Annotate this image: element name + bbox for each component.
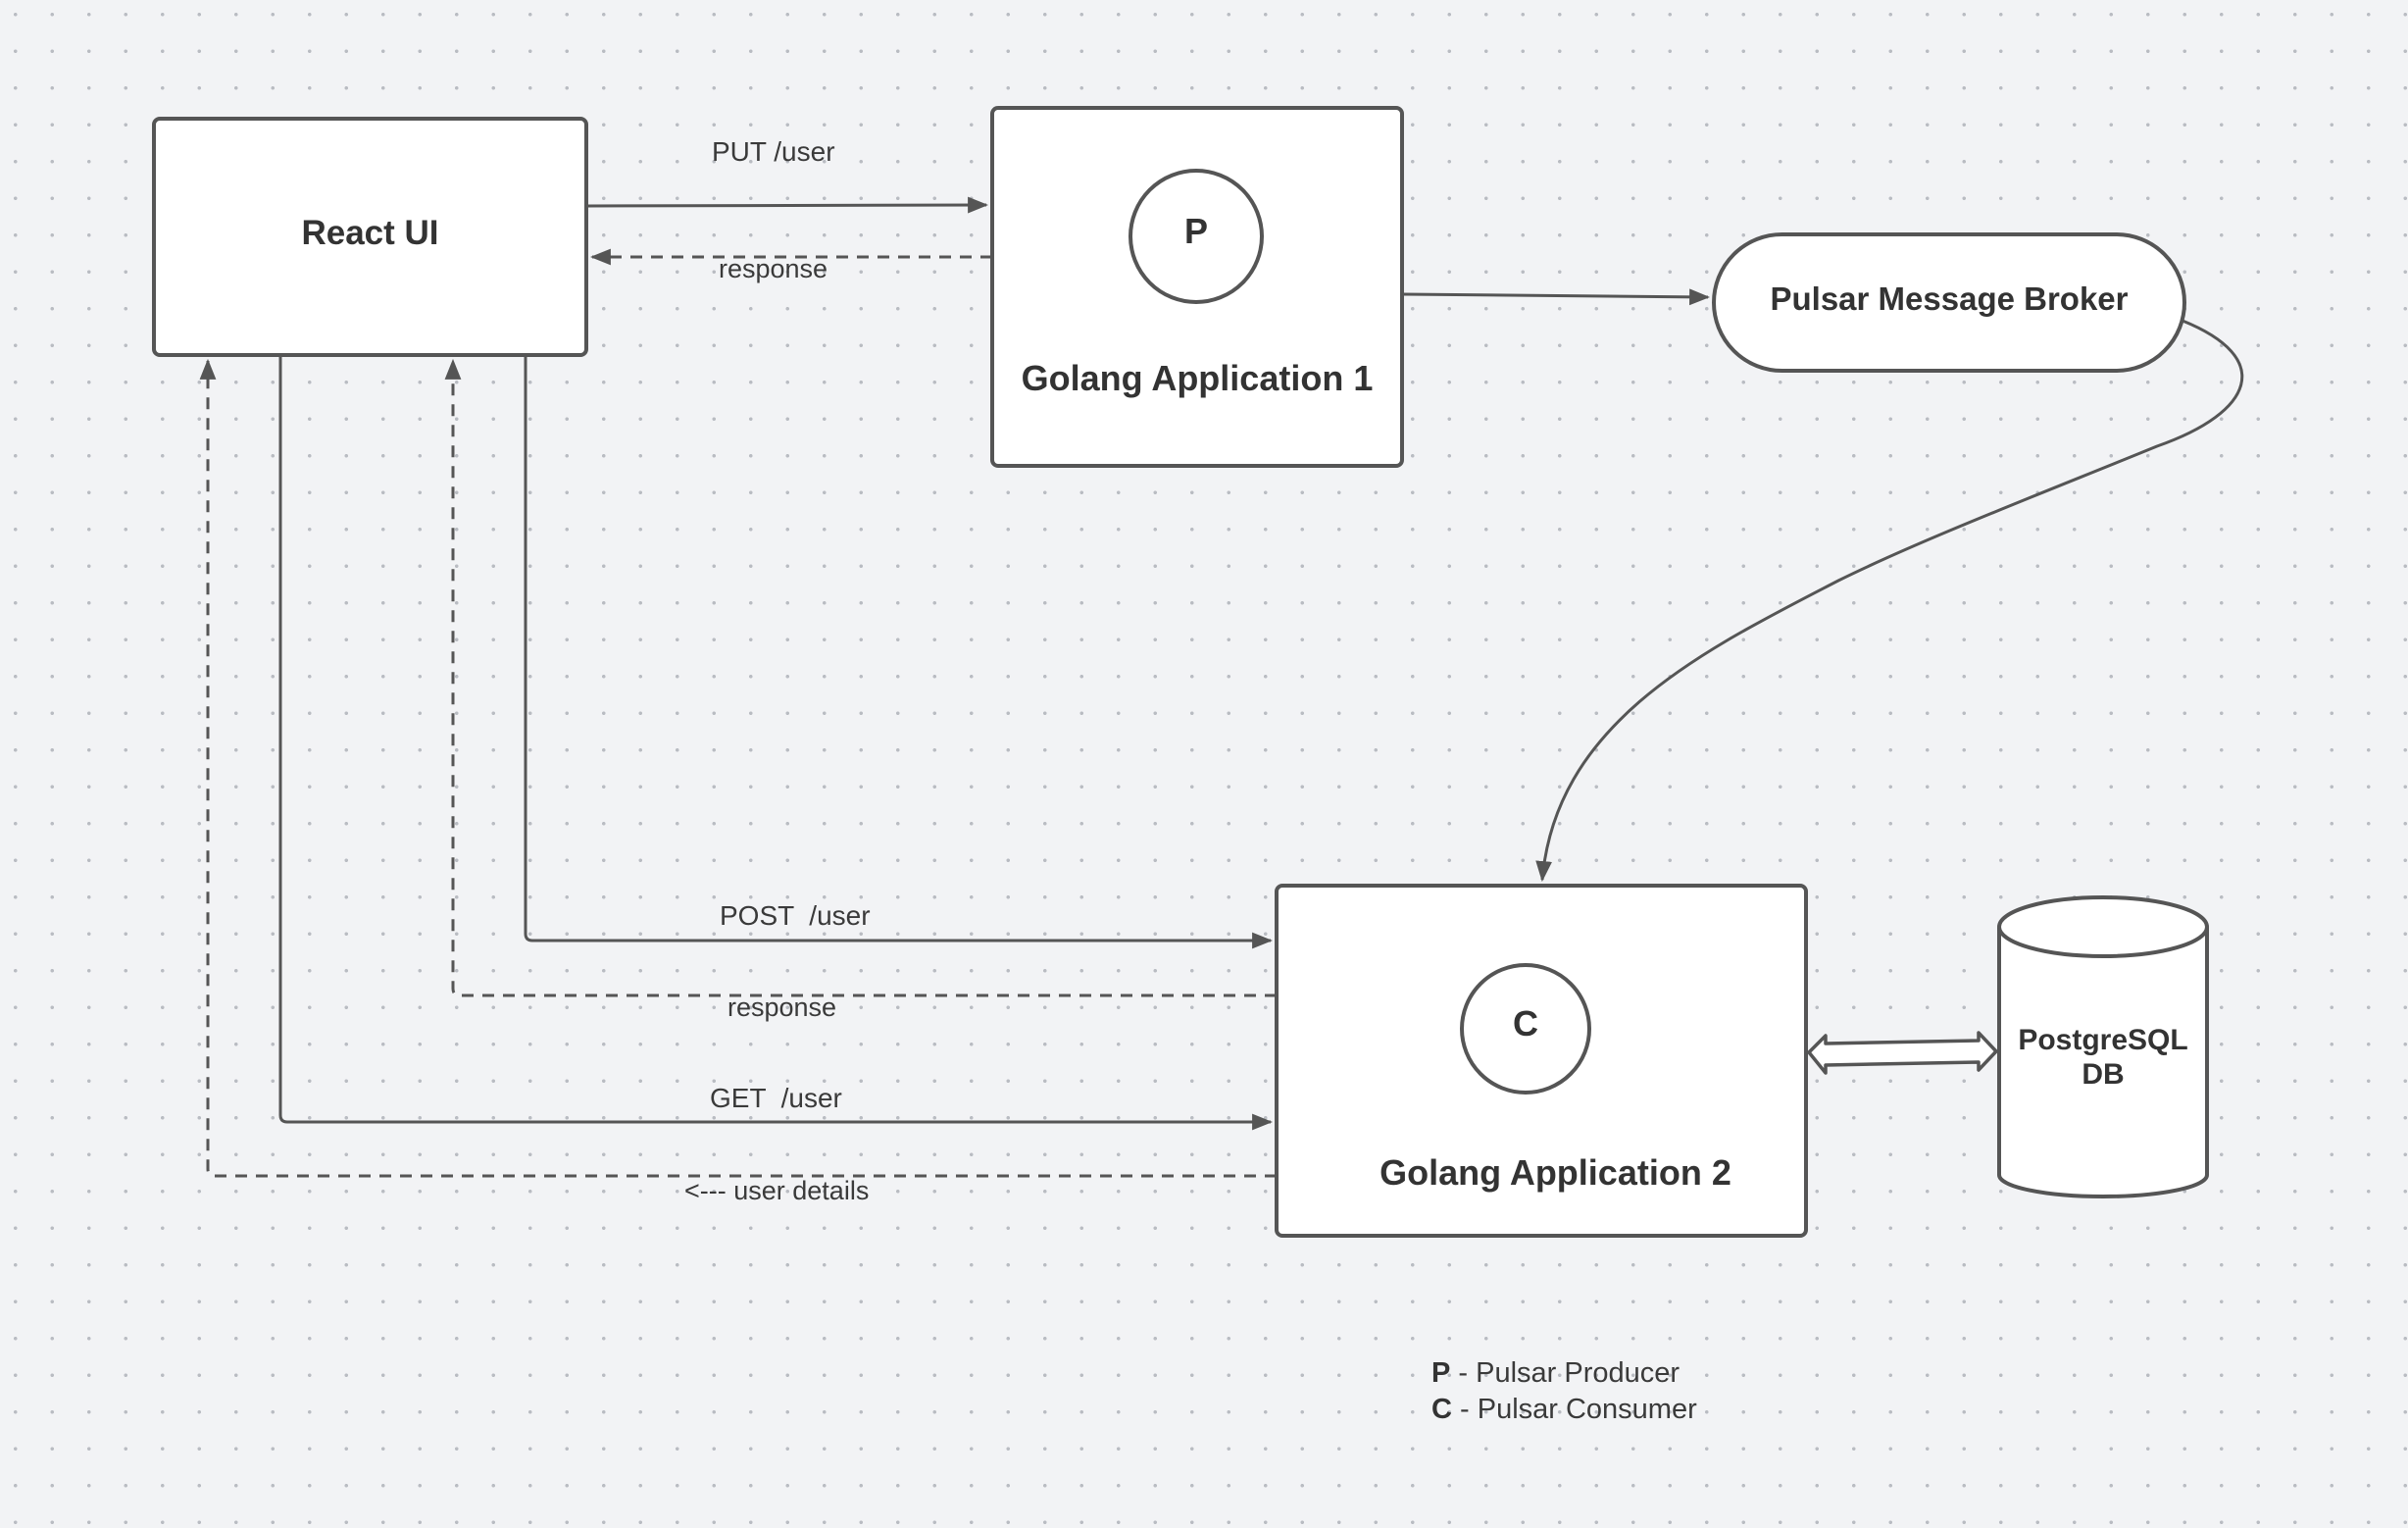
edge-label-post-user: POST /user [720, 900, 871, 931]
postgres-db-label-line2: DB [2082, 1058, 2125, 1091]
edge-put-user [585, 196, 989, 214]
edge-app2-db-bidirectional [1807, 1031, 1998, 1075]
postgres-db-cylinder[interactable] [1997, 895, 2209, 1198]
edge-label-get-response: <--- user details [684, 1176, 870, 1205]
postgres-db-label-line1: PostgreSQL [2018, 1024, 2188, 1056]
legend-item-producer: P - Pulsar Producer [1431, 1355, 1697, 1392]
legend-text: - Pulsar Producer [1450, 1357, 1681, 1389]
edge-app1-to-broker [1401, 288, 1711, 306]
edge-label-put-user: PUT /user [712, 136, 835, 167]
edge-post-user [524, 355, 1274, 949]
react-ui-label: React UI [301, 214, 439, 252]
edge-label-get-user: GET /user [710, 1083, 842, 1113]
edge-label-put-response: response [719, 254, 828, 283]
edge-broker-to-app2 [1535, 319, 2244, 883]
legend-text: - Pulsar Consumer [1451, 1394, 1697, 1425]
edge-get-user [278, 355, 1274, 1131]
consumer-badge-circle [1460, 963, 1591, 1095]
edge-get-response [199, 358, 1277, 1178]
producer-badge-label: P [1183, 211, 1208, 251]
legend-key: P [1431, 1357, 1451, 1389]
legend-key: C [1431, 1394, 1452, 1425]
golang-app-1-label: Golang Application 1 [1021, 358, 1374, 398]
react-ui-box[interactable] [152, 117, 588, 357]
legend-item-consumer: C - Pulsar Consumer [1431, 1392, 1697, 1428]
pulsar-broker-shape[interactable] [1712, 232, 2186, 373]
legend: P - Pulsar Producer C - Pulsar Consumer [1431, 1355, 1697, 1428]
edge-label-post-response: response [727, 993, 837, 1022]
pulsar-broker-label: Pulsar Message Broker [1770, 280, 2129, 317]
consumer-badge-label: C [1513, 1003, 1538, 1044]
golang-app-2-label: Golang Application 2 [1380, 1152, 1731, 1193]
edge-post-response [444, 358, 1277, 997]
producer-badge-circle [1129, 169, 1264, 304]
